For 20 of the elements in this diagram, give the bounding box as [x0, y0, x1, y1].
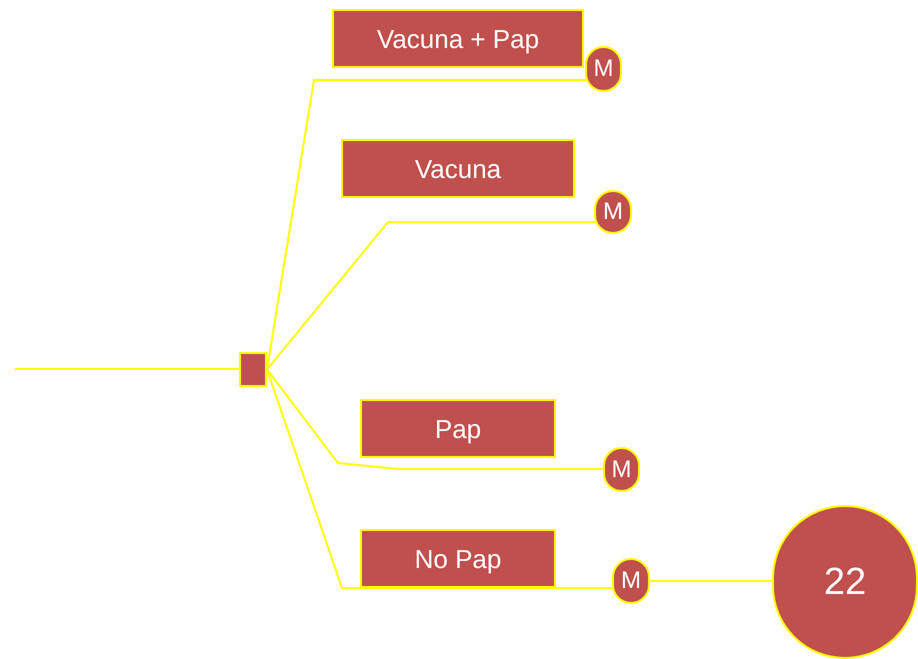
branch-label-box	[341, 139, 575, 198]
node-text: M	[612, 458, 632, 482]
node-text: Vacuna	[414, 156, 502, 182]
node-text: Pap	[434, 416, 482, 442]
node-text: No Pap	[414, 546, 502, 572]
branch-line	[266, 79, 588, 370]
branch-line	[15, 368, 239, 370]
node-text: M	[603, 200, 623, 224]
node-text: Vacuna + Pap	[376, 26, 540, 52]
node-text: M	[621, 569, 641, 593]
branch-line	[266, 368, 603, 470]
branch-label-box	[332, 9, 584, 68]
node-text: 22	[824, 563, 866, 601]
branch-line	[650, 580, 772, 582]
branch-label-box	[360, 399, 556, 458]
branch-line	[266, 221, 596, 370]
decision-square	[239, 352, 267, 387]
node-text: M	[594, 57, 614, 81]
branch-label-box	[360, 529, 556, 588]
branch-line	[266, 369, 613, 589]
